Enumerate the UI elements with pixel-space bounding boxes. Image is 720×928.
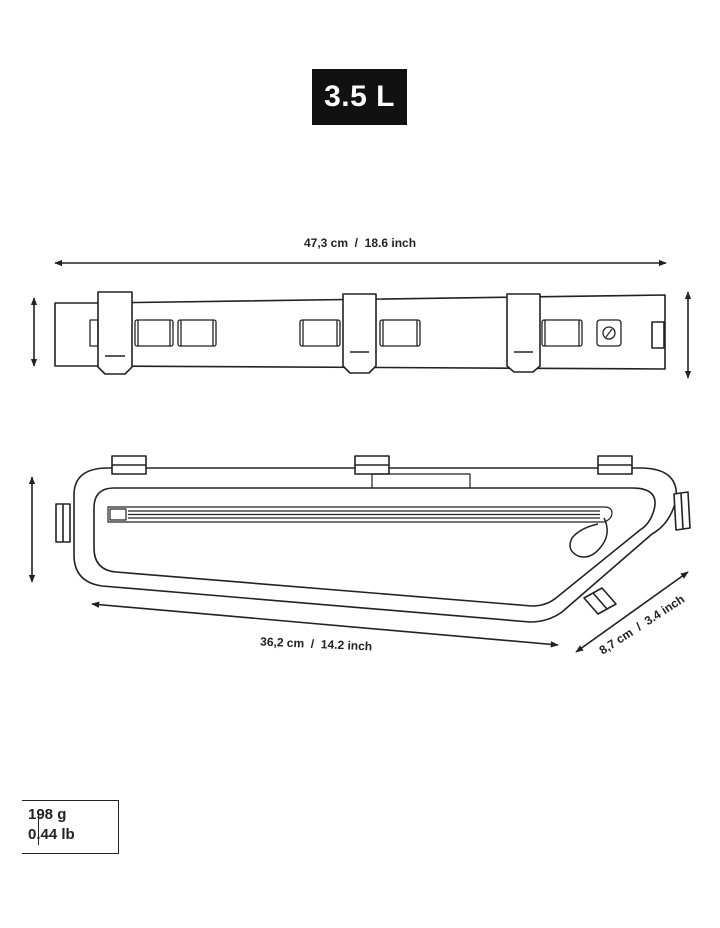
strap-2 bbox=[342, 293, 377, 374]
weight-grams: 198 g bbox=[28, 806, 67, 823]
side-strap-2 bbox=[354, 455, 390, 475]
weight-box bbox=[22, 800, 119, 854]
length-bottom-label: 36,2 cm / 14.2 inch bbox=[260, 635, 373, 654]
weight-pounds: 0.44 lb bbox=[28, 826, 75, 843]
length-top-label: 47,3 cm / 18.6 inch bbox=[304, 236, 416, 250]
velcro-pads bbox=[89, 319, 583, 347]
strap-3 bbox=[506, 293, 541, 373]
width-arrow bbox=[575, 571, 689, 653]
side-view bbox=[28, 455, 691, 653]
zipper-pull bbox=[569, 517, 608, 558]
side-strap-bottom bbox=[583, 587, 617, 615]
side-strap-right bbox=[673, 491, 691, 531]
side-view-panel bbox=[93, 487, 656, 607]
top-view bbox=[30, 259, 692, 379]
strap-1 bbox=[97, 291, 133, 375]
length-arrow-bottom bbox=[91, 601, 559, 648]
side-strap-left bbox=[55, 503, 71, 543]
capacity-badge: 3.5 L bbox=[312, 69, 407, 125]
side-strap-1 bbox=[111, 455, 147, 475]
logo-patch bbox=[596, 319, 622, 347]
zipper bbox=[107, 506, 613, 523]
side-strap-3 bbox=[597, 455, 633, 475]
weight-box-divider bbox=[38, 813, 39, 845]
